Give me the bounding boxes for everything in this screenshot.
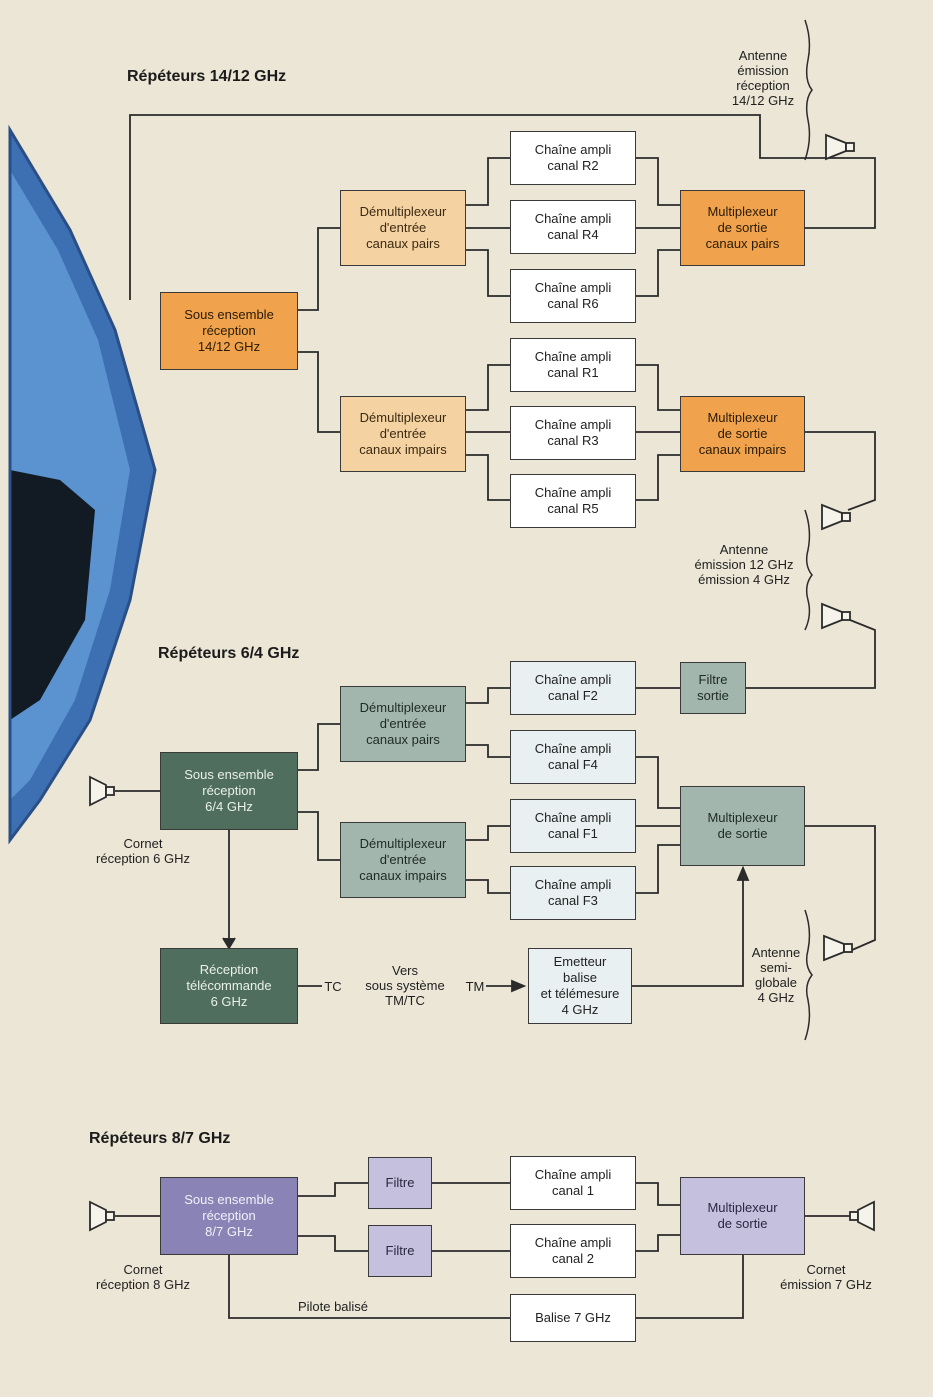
amp-chain-1: Chaîne ampli canal 1 [510,1156,636,1210]
beacon-7ghz: Balise 7 GHz [510,1294,636,1342]
input-demux-odd-14-12: Démultiplexeur d'entrée canaux impairs [340,396,466,472]
receive-subsystem-6-4: Sous ensemble réception 6/4 GHz [160,752,298,830]
pilot-label: Pilote balisé [297,1299,369,1314]
section-title-14-12: Répéteurs 14/12 GHz [127,68,287,85]
cornet-label-6ghz: Cornet réception 6 GHz [96,836,190,866]
output-filter-6-4: Filtre sortie [680,662,746,714]
output-mux-8-7: Multiplexeur de sortie [680,1177,805,1255]
receive-subsystem-8-7: Sous ensemble réception 8/7 GHz [160,1177,298,1255]
beacon-telemetry-transmitter: Emetteur balise et télémesure 4 GHz [528,948,632,1024]
filter-2: Filtre [368,1225,432,1277]
section-title-6-4: Répéteurs 6/4 GHz [158,645,300,662]
cornet-icon [89,775,115,807]
amp-chain-f2: Chaîne ampli canal F2 [510,661,636,715]
cornet-label-7ghz: Cornet émission 7 GHz [780,1262,872,1292]
amp-chain-r4: Chaîne ampli canal R4 [510,200,636,254]
cornet-icon [89,1200,115,1232]
input-demux-even-14-12: Démultiplexeur d'entrée canaux pairs [340,190,466,266]
amp-chain-2: Chaîne ampli canal 2 [510,1224,636,1278]
telecommand-receiver: Réception télécommande 6 GHz [160,948,298,1024]
receive-subsystem-14-12: Sous ensemble réception 14/12 GHz [160,292,298,370]
output-mux-odd-14-12: Multiplexeur de sortie canaux impairs [680,396,805,472]
tc-label: TC [324,979,342,994]
amp-chain-r3: Chaîne ampli canal R3 [510,406,636,460]
cornet-icon [849,1200,875,1232]
amp-chain-f4: Chaîne ampli canal F4 [510,730,636,784]
antenna-label-semi-global: Antenne semi- globale 4 GHz [751,945,801,1005]
input-demux-odd-6-4: Démultiplexeur d'entrée canaux impairs [340,822,466,898]
amp-chain-r5: Chaîne ampli canal R5 [510,474,636,528]
output-mux-6-4: Multiplexeur de sortie [680,786,805,866]
section-title-8-7: Répéteurs 8/7 GHz [89,1130,231,1147]
horn-antenna-icon [821,602,851,630]
tm-label: TM [465,979,485,994]
cornet-label-8ghz: Cornet réception 8 GHz [96,1262,190,1292]
amp-chain-f1: Chaîne ampli canal F1 [510,799,636,853]
antenna-label-14-12: Antenne émission réception 14/12 GHz [731,48,795,108]
amp-chain-r2: Chaîne ampli canal R2 [510,131,636,185]
antenna-label-12-4: Antenne émission 12 GHz émission 4 GHz [694,542,794,587]
horn-antenna-icon [821,503,851,531]
horn-antenna-icon [823,934,853,962]
amp-chain-r6: Chaîne ampli canal R6 [510,269,636,323]
filter-1: Filtre [368,1157,432,1209]
tm-tc-subsystem-label: Vers sous système TM/TC [365,963,445,1008]
output-mux-even-14-12: Multiplexeur de sortie canaux pairs [680,190,805,266]
amp-chain-f3: Chaîne ampli canal F3 [510,866,636,920]
input-demux-even-6-4: Démultiplexeur d'entrée canaux pairs [340,686,466,762]
horn-antenna-icon [825,133,855,161]
amp-chain-r1: Chaîne ampli canal R1 [510,338,636,392]
